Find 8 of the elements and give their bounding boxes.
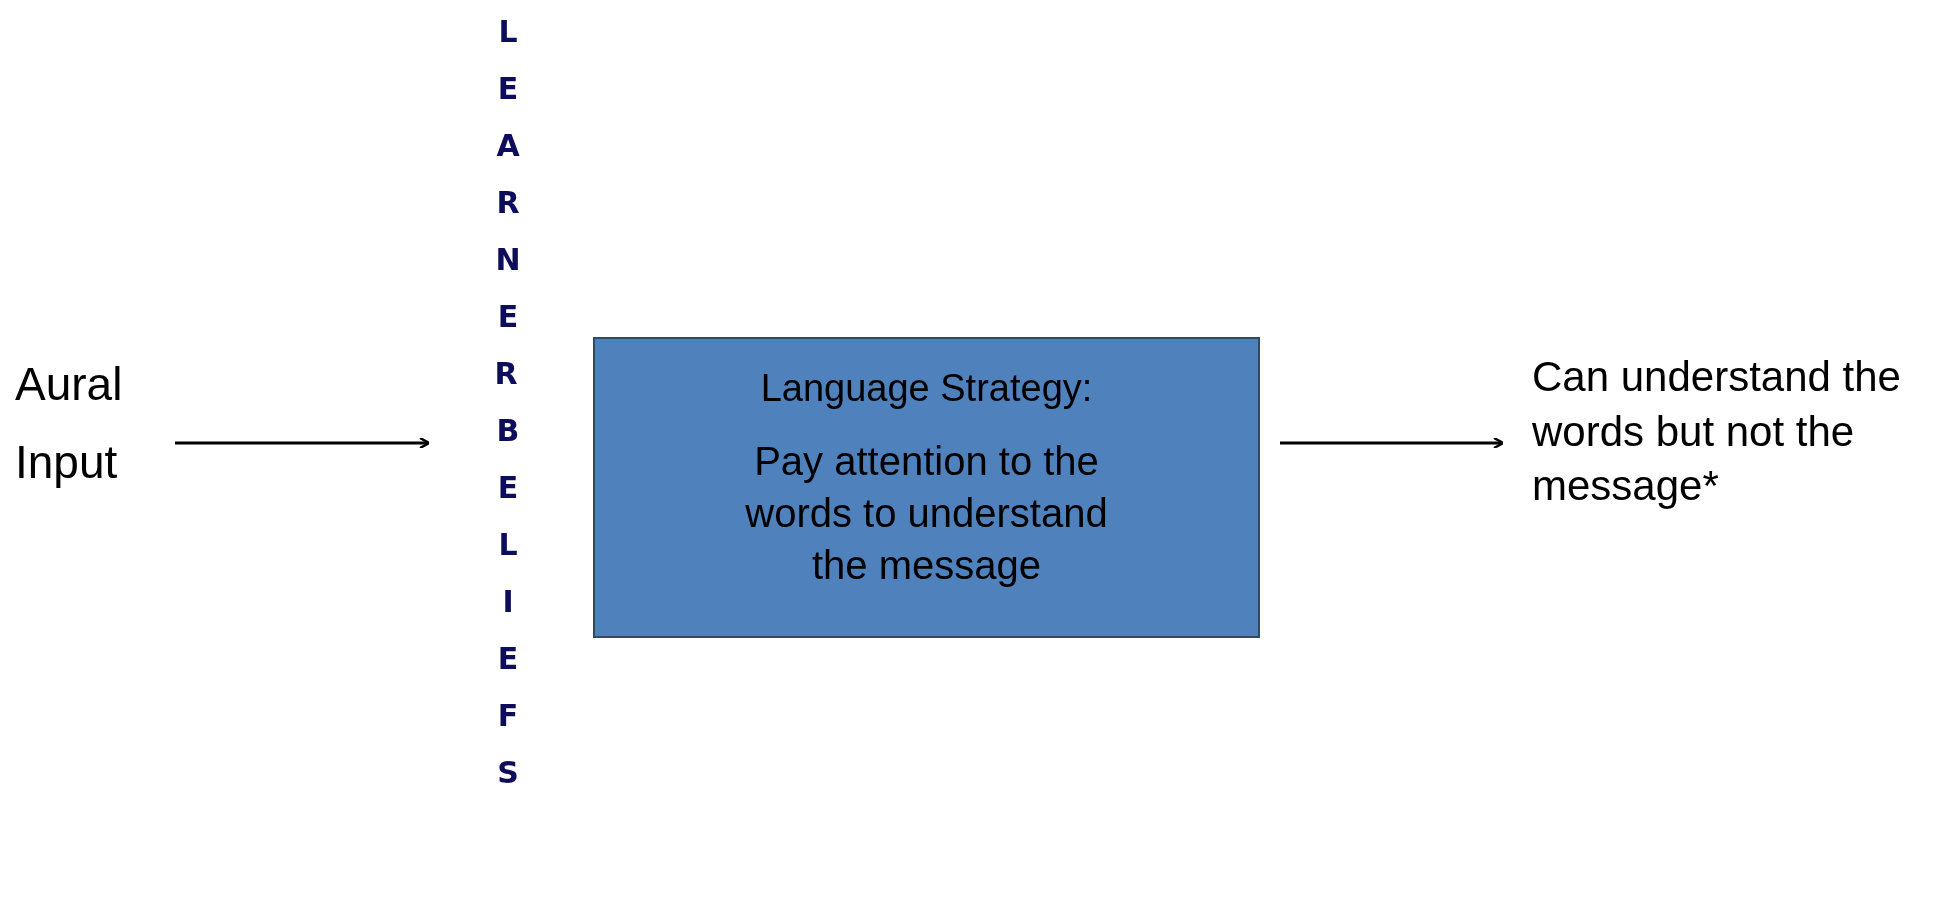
box-heading: Language Strategy: bbox=[760, 365, 1093, 411]
vertical-label: LEARNER BELIEFS bbox=[494, 13, 522, 792]
arrow bbox=[175, 436, 431, 450]
arrow bbox=[1280, 436, 1505, 450]
node-label: Can understand the words but not the message* bbox=[1532, 352, 1902, 512]
box-text: Pay attention to the words to understand the message bbox=[744, 438, 1109, 590]
node-label: Aural Input bbox=[15, 357, 124, 491]
strategy-box bbox=[593, 337, 1260, 638]
